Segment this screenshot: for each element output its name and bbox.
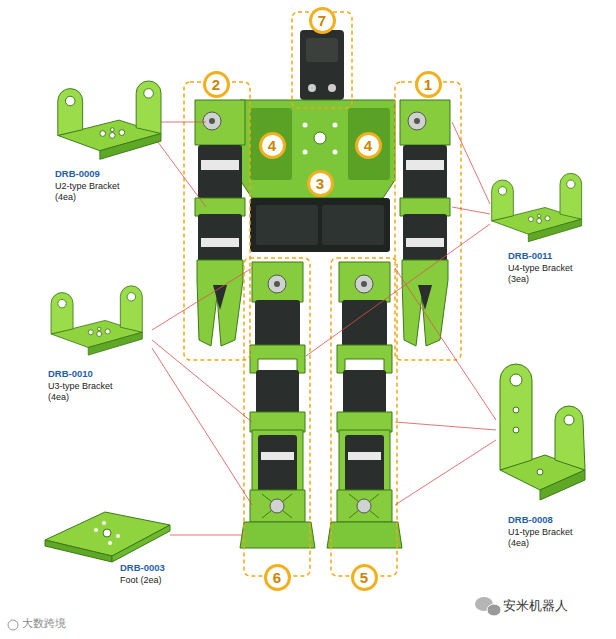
callout-number: 4 (268, 138, 276, 153)
callout-circle: 5 (351, 564, 378, 591)
watermark-icon (8, 620, 18, 630)
leader-line (452, 122, 490, 204)
u1-bracket (500, 364, 532, 470)
left-arm (400, 100, 450, 346)
leader-line (395, 422, 496, 430)
torso (303, 150, 308, 155)
part-number: DRB-0009 (55, 168, 100, 179)
u1-bracket (500, 364, 585, 500)
leader-line (152, 340, 252, 422)
leader-line (452, 207, 490, 214)
leader-line (395, 440, 496, 505)
callout-circle: 3 (307, 170, 334, 197)
callout-number: 1 (424, 77, 432, 92)
right-arm (195, 100, 245, 346)
wechat-icon (475, 597, 501, 616)
foot-plate (108, 541, 112, 545)
watermark: 大数跨境 (22, 617, 66, 630)
leader-line (170, 535, 242, 536)
callout-number: 7 (318, 13, 326, 28)
part-description: U3-type Bracket (4ea) (48, 381, 128, 403)
leader-line (152, 134, 206, 207)
callout-number: 5 (360, 570, 368, 585)
group-outline (292, 12, 352, 108)
callout-circle: 6 (264, 564, 291, 591)
foot-plate (112, 525, 170, 562)
part-description: U1-type Bracket (4ea) (508, 527, 588, 549)
head-servo (308, 84, 316, 92)
foot-plate (94, 528, 98, 532)
part-description: Foot (2ea) (120, 575, 162, 586)
callout-number: 2 (212, 77, 220, 92)
callout-circle: 1 (415, 71, 442, 98)
foot-plate (116, 534, 120, 538)
u1-bracket (510, 374, 522, 386)
foot-plate (45, 540, 112, 562)
callout-number: 4 (364, 138, 372, 153)
u1-bracket (537, 469, 543, 475)
u1-bracket (564, 415, 574, 425)
callout-number: 6 (273, 570, 281, 585)
u4-bracket (492, 173, 582, 241)
foot-plate (102, 521, 106, 525)
torso (240, 100, 395, 198)
foot-plate (45, 512, 170, 562)
part-number: DRB-0008 (508, 514, 553, 525)
group-outline (244, 258, 310, 576)
callout-circle: 4 (355, 132, 382, 159)
part-description: U2-type Bracket (4ea) (55, 181, 135, 203)
head-servo (306, 38, 338, 62)
torso (314, 132, 326, 144)
leader-line (152, 348, 252, 505)
part-number: DRB-0010 (48, 368, 93, 379)
head-servo (300, 30, 344, 100)
part-number: DRB-0003 (120, 562, 165, 573)
watermark-icon (8, 620, 18, 630)
account-name: 安米机器人 (503, 598, 568, 614)
callout-circle: 4 (259, 132, 286, 159)
left-leg (327, 262, 402, 548)
leader-line (152, 122, 496, 535)
u1-bracket (513, 427, 519, 433)
right-leg (240, 262, 315, 548)
torso (303, 123, 308, 128)
torso (333, 150, 338, 155)
leader-line (306, 224, 490, 356)
group-outline (184, 82, 250, 360)
torso (348, 108, 390, 180)
u1-bracket (540, 470, 585, 500)
head-servo (300, 30, 344, 100)
torso (256, 205, 318, 245)
head-servo (328, 84, 336, 92)
callout-circle: 2 (203, 71, 230, 98)
torso (250, 198, 390, 252)
leader-line (395, 268, 496, 420)
group-outline (331, 258, 397, 576)
torso (240, 100, 395, 252)
torso (250, 108, 292, 180)
callout-circle: 7 (309, 7, 336, 34)
u1-bracket (555, 406, 585, 470)
torso (333, 123, 338, 128)
part-number: DRB-0011 (508, 250, 552, 261)
leader-line (152, 268, 252, 330)
callout-number: 3 (316, 176, 324, 191)
foot-plate (103, 529, 111, 537)
part-description: U4-type Bracket (3ea) (508, 263, 588, 285)
wechat-icon (487, 604, 501, 616)
torso (322, 205, 384, 245)
u1-bracket (513, 407, 519, 413)
u3-bracket (51, 286, 142, 355)
u2-bracket (58, 81, 161, 159)
group-outline (184, 12, 461, 576)
